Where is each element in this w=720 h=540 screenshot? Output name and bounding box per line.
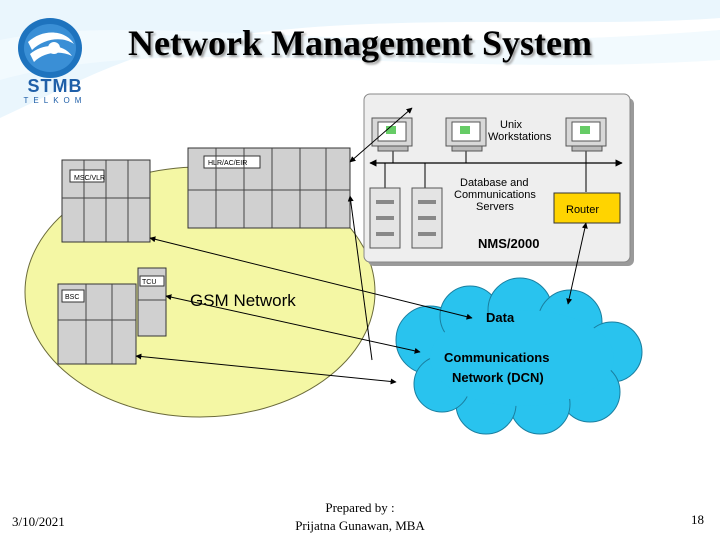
server-icon-1 (369, 187, 401, 249)
stmb-logo (18, 18, 82, 78)
prepared-by-name: Prijatna Gunawan, MBA (295, 518, 425, 533)
servers-label-3: Servers (476, 201, 514, 213)
workstation-icon-1 (371, 117, 413, 152)
dcn-label-1: Data (486, 310, 515, 325)
logo-text: STMB (27, 76, 83, 96)
arrow-bsc-dcn (135, 353, 397, 385)
page-number: 18 (691, 512, 704, 527)
slide-title: Network Management System (128, 23, 592, 63)
bsc-rack (57, 283, 137, 365)
arrow-hlr-nms (349, 107, 413, 163)
nms-label: NMS/2000 (478, 236, 539, 251)
servers-label-1: Database and (460, 177, 529, 189)
workstations-label-1: Unix (500, 119, 523, 131)
tcu-label: TCU (142, 279, 156, 286)
dcn-label-3: Network (DCN) (452, 370, 544, 385)
bsc-label: BSC (65, 294, 79, 301)
router-box (553, 192, 621, 224)
prepared-by-label: Prepared by : (325, 500, 395, 515)
header-swirl (0, 0, 720, 118)
hlr-label: HLR/AC/EIR (208, 160, 247, 167)
workstation-icon-3 (565, 117, 607, 152)
gsm-network-label: GSM Network (190, 291, 296, 310)
hlr-auc-eir-rack (187, 147, 351, 229)
servers-label-2: Communications (454, 189, 536, 201)
router-label: Router (566, 204, 599, 216)
msc-vlr-label: MSC/VLR (74, 175, 105, 182)
workstations-label-2: Workstations (488, 131, 552, 143)
footer-date: 3/10/2021 (12, 514, 65, 529)
workstation-icon-2 (445, 117, 487, 152)
server-icon-2 (411, 187, 443, 249)
logo-subtext: TELKOM (23, 96, 87, 105)
msc-vlr-rack (61, 159, 151, 243)
footer-prepared-by: Prepared by : Prijatna Gunawan, MBA (250, 499, 470, 535)
dcn-cloud (395, 277, 643, 435)
dcn-label-2: Communications (444, 350, 549, 365)
arrow-tcu-dcn (165, 294, 421, 354)
arrow-router-dcn (566, 222, 588, 305)
